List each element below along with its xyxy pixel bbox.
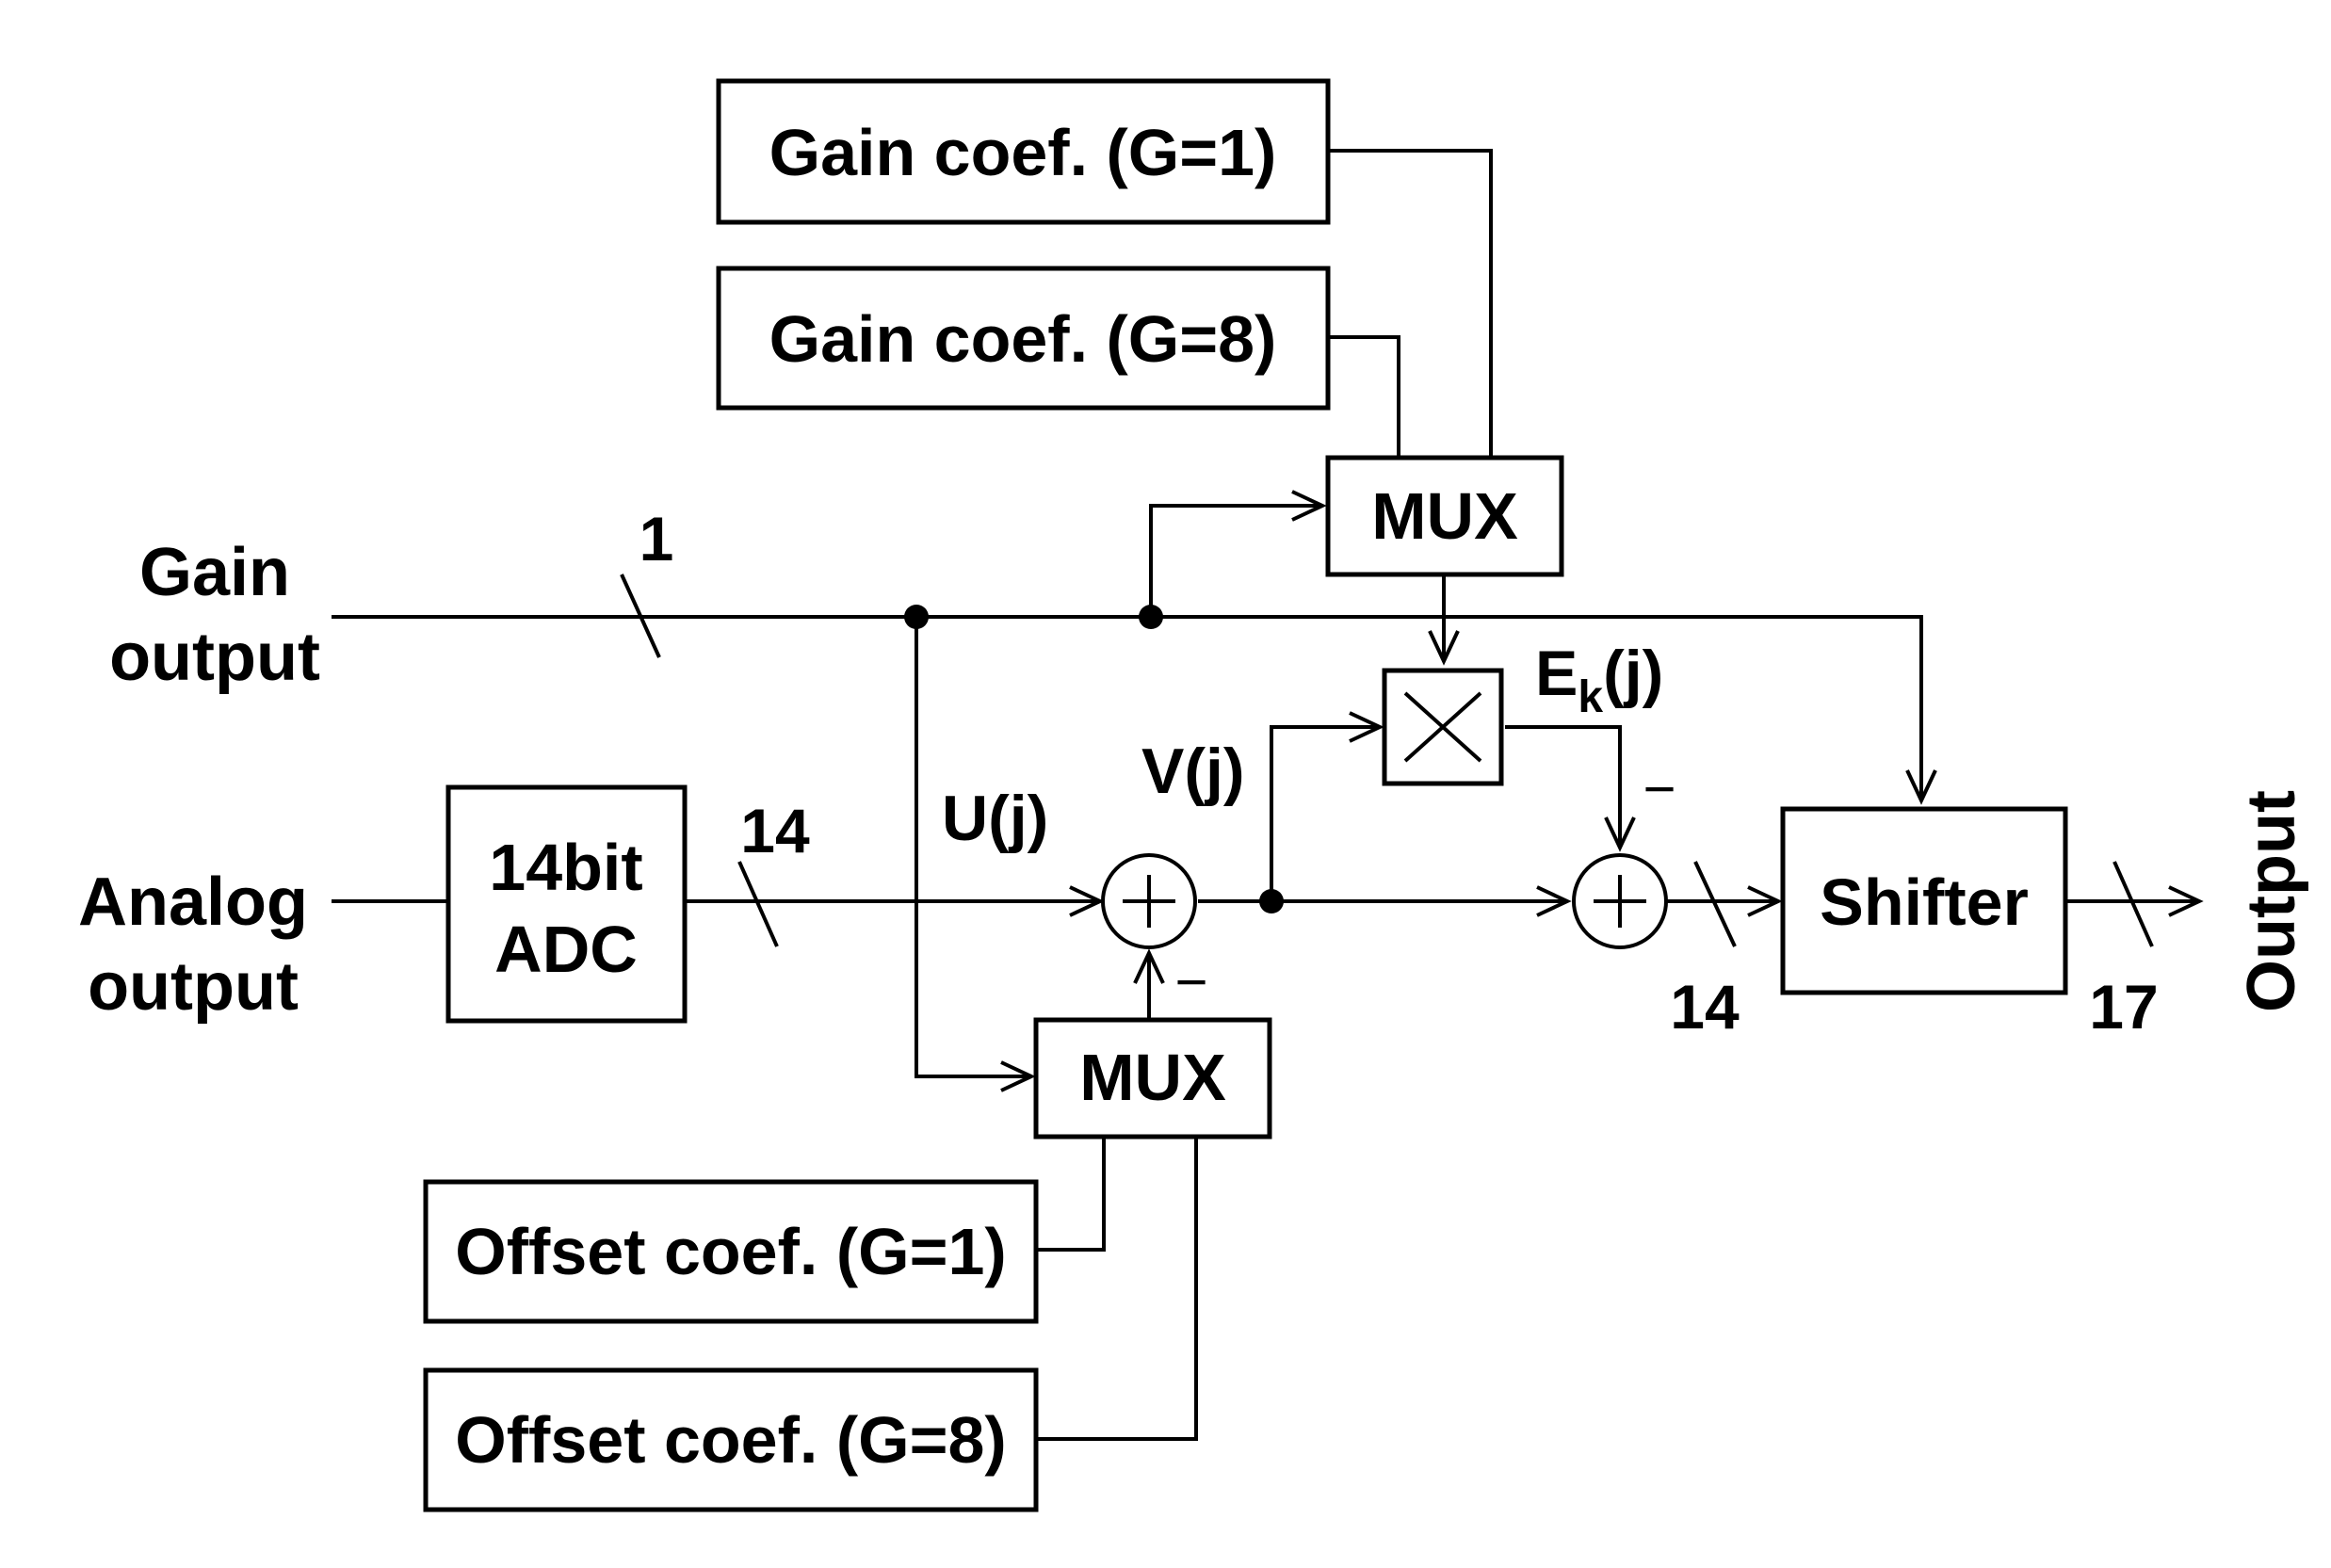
arrow-into-adder1	[1069, 885, 1105, 917]
gain-coef-g1-label: Gain coef. (G=1)	[769, 116, 1277, 189]
analog-output-label-line1: Analog	[78, 865, 308, 940]
junction-gain-to-mux-bottom	[904, 605, 929, 629]
junction-gain-to-mux-top	[1139, 605, 1163, 629]
output-bus-width-label: 17	[2089, 972, 2158, 1042]
offset-coef-g1-label: Offset coef. (G=1)	[455, 1215, 1006, 1288]
gain-bus-slash	[620, 574, 661, 658]
arrow-into-adder2	[1536, 885, 1572, 917]
ek-signal-label: Ek(j)	[1535, 638, 1663, 722]
mux-top-block: MUX	[1325, 455, 1564, 577]
gain-to-mux-top-wire	[1149, 504, 1322, 617]
adder1-minus-sign: −	[1174, 950, 1207, 1013]
mux-bottom-block: MUX	[1033, 1017, 1272, 1140]
arrow-into-mux-bottom	[1000, 1060, 1036, 1092]
gain-coef-g8-block: Gain coef. (G=8)	[716, 266, 1331, 411]
junction-v	[1259, 889, 1284, 913]
arrow-into-multiplier-from-mux	[1428, 630, 1460, 666]
gain-output-line	[332, 615, 1923, 800]
adder-bus-slash	[1693, 861, 1737, 947]
offset-coef-g1-wire	[1036, 1137, 1106, 1252]
multiply-icon-stroke-b	[1403, 691, 1482, 763]
gain-coef-g1-wire	[1328, 149, 1493, 458]
adc-label-line1: 14bit	[489, 831, 642, 904]
gain-coef-g8-wire	[1328, 335, 1400, 458]
arrow-into-mux-top	[1291, 490, 1327, 522]
adc-block: 14bit ADC	[445, 784, 688, 1024]
gain-output-label-line2: output	[109, 620, 320, 695]
adder-bus-width-label: 14	[1670, 972, 1740, 1042]
v-signal-label: V(j)	[1141, 736, 1245, 807]
arrow-into-shifter	[1747, 885, 1783, 917]
arrow-into-shifter-from-gain	[1905, 769, 1937, 805]
adc-label-line2: ADC	[494, 913, 638, 986]
arrow-into-multiplier-from-v	[1349, 711, 1384, 743]
output-label: Output	[2234, 790, 2309, 1012]
multiplier-to-adder2-wire	[1505, 725, 1622, 848]
gain-bus-width-label: 1	[639, 504, 674, 574]
offset-coef-g1-block: Offset coef. (G=1)	[423, 1179, 1039, 1324]
arrow-to-output	[2168, 885, 2204, 917]
u-signal-label: U(j)	[942, 783, 1048, 854]
offset-coef-g8-block: Offset coef. (G=8)	[423, 1367, 1039, 1512]
mux-top-label: MUX	[1371, 479, 1518, 553]
arrow-into-adder1-from-mux	[1133, 948, 1165, 984]
v-to-multiplier-wire	[1270, 725, 1380, 901]
gain-coef-g8-label: Gain coef. (G=8)	[769, 302, 1277, 376]
analog-output-label-line2: output	[88, 949, 299, 1025]
output-bus-slash	[2112, 861, 2154, 947]
arrow-into-adder2-from-multiplier	[1604, 816, 1636, 852]
multiplier-block	[1382, 668, 1504, 786]
arrowheads	[1000, 490, 2204, 1092]
adc-bus-slash	[737, 861, 779, 947]
shifter-block: Shifter	[1780, 806, 2068, 995]
gain-to-mux-bottom-wire	[915, 617, 1031, 1078]
offset-coef-g8-label: Offset coef. (G=8)	[455, 1403, 1006, 1477]
gain-output-label-line1: Gain	[139, 535, 290, 610]
offset-coef-g8-wire	[1036, 1137, 1198, 1441]
mux-bottom-label: MUX	[1079, 1041, 1226, 1114]
gain-coef-g1-block: Gain coef. (G=1)	[716, 78, 1331, 225]
adder2-minus-sign: −	[1643, 757, 1675, 820]
adder-2	[1572, 853, 1668, 949]
shifter-label: Shifter	[1820, 865, 2029, 939]
junctions	[904, 605, 1284, 913]
adc-bus-width-label: 14	[740, 796, 810, 865]
adder-1	[1101, 853, 1197, 949]
